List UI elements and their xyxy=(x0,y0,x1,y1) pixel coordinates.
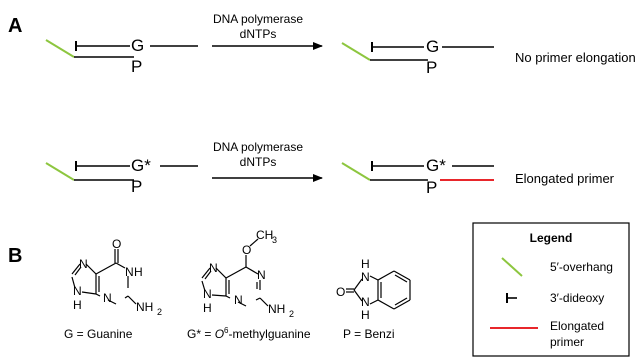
reaction-2-product-duplex: G* P xyxy=(341,156,494,197)
panel-label-b: B xyxy=(8,245,22,267)
benzi-structure xyxy=(346,270,411,310)
svg-text:NH: NH xyxy=(136,300,153,314)
svg-text:O: O xyxy=(242,243,251,257)
template-base: G* xyxy=(426,156,446,175)
primer-base: P xyxy=(131,177,142,196)
template-base: G xyxy=(426,37,439,56)
svg-text:N: N xyxy=(103,291,112,305)
legend-label-dideoxy: 3′-dideoxy xyxy=(550,291,604,305)
methylguanine-structure xyxy=(201,238,269,307)
svg-text:N: N xyxy=(125,265,134,279)
svg-text:O: O xyxy=(112,237,121,251)
primer-base: P xyxy=(426,178,437,197)
legend-green-line-icon xyxy=(501,257,523,277)
reaction-1-substrate-duplex: G P xyxy=(45,36,198,76)
panel-label-a: A xyxy=(8,15,22,37)
svg-text:CH: CH xyxy=(256,228,273,242)
legend-label-elongated-2: primer xyxy=(550,335,584,349)
benzi-caption: P = Benzi xyxy=(343,327,394,341)
svg-text:N: N xyxy=(209,261,218,275)
svg-text:N: N xyxy=(361,295,370,309)
svg-text:2: 2 xyxy=(157,307,162,317)
enzyme-label-line2: dNTPs xyxy=(240,155,277,169)
svg-text:N: N xyxy=(203,287,212,301)
primer-base: P xyxy=(426,58,437,77)
primer-base: P xyxy=(131,57,142,76)
svg-text:N: N xyxy=(361,270,370,284)
svg-text:N: N xyxy=(234,293,243,307)
legend-label-overhang: 5′-overhang xyxy=(550,260,613,274)
svg-text:H: H xyxy=(134,265,143,279)
svg-text:NH: NH xyxy=(268,302,285,316)
svg-text:H: H xyxy=(73,298,82,312)
svg-text:H: H xyxy=(361,308,370,322)
svg-text:H: H xyxy=(361,257,370,271)
template-base: G xyxy=(131,36,144,55)
legend-title: Legend xyxy=(530,231,573,245)
overhang-line xyxy=(341,162,371,181)
guanine-atom-labels: O N H N N N H NH 2 xyxy=(73,237,162,317)
svg-text:O: O xyxy=(336,285,345,299)
enzyme-label-line1: DNA polymerase xyxy=(213,140,303,154)
outcome-label: No primer elongation xyxy=(515,50,635,65)
guanine-caption: G = Guanine xyxy=(64,327,133,341)
svg-text:N: N xyxy=(79,257,88,271)
svg-text:3: 3 xyxy=(272,235,277,245)
enzyme-label-line2: dNTPs xyxy=(240,27,277,41)
svg-text:N: N xyxy=(73,284,82,298)
methylguanine-atom-labels: O CH 3 N N N N H NH 2 xyxy=(203,228,294,319)
legend-label-elongated-1: Elongated xyxy=(550,319,604,333)
svg-text:N: N xyxy=(257,268,266,282)
reaction-2-substrate-duplex: G* P xyxy=(45,156,198,196)
svg-text:H: H xyxy=(203,301,212,315)
template-base: G* xyxy=(131,156,151,175)
legend-box: Legend 5′-overhang 3′-dideoxy Elongated … xyxy=(472,222,630,357)
overhang-line xyxy=(45,39,75,58)
reaction-1-product-duplex: G P xyxy=(341,37,494,77)
enzyme-label-line1: DNA polymerase xyxy=(213,12,303,26)
overhang-line xyxy=(45,162,75,181)
overhang-line xyxy=(341,42,371,61)
svg-text:2: 2 xyxy=(289,309,294,319)
methylguanine-caption: G* = O6-methylguanine xyxy=(187,326,311,341)
guanine-structure xyxy=(71,249,137,305)
outcome-label: Elongated primer xyxy=(515,171,615,186)
benzi-atom-labels: O N H N H xyxy=(336,257,370,322)
